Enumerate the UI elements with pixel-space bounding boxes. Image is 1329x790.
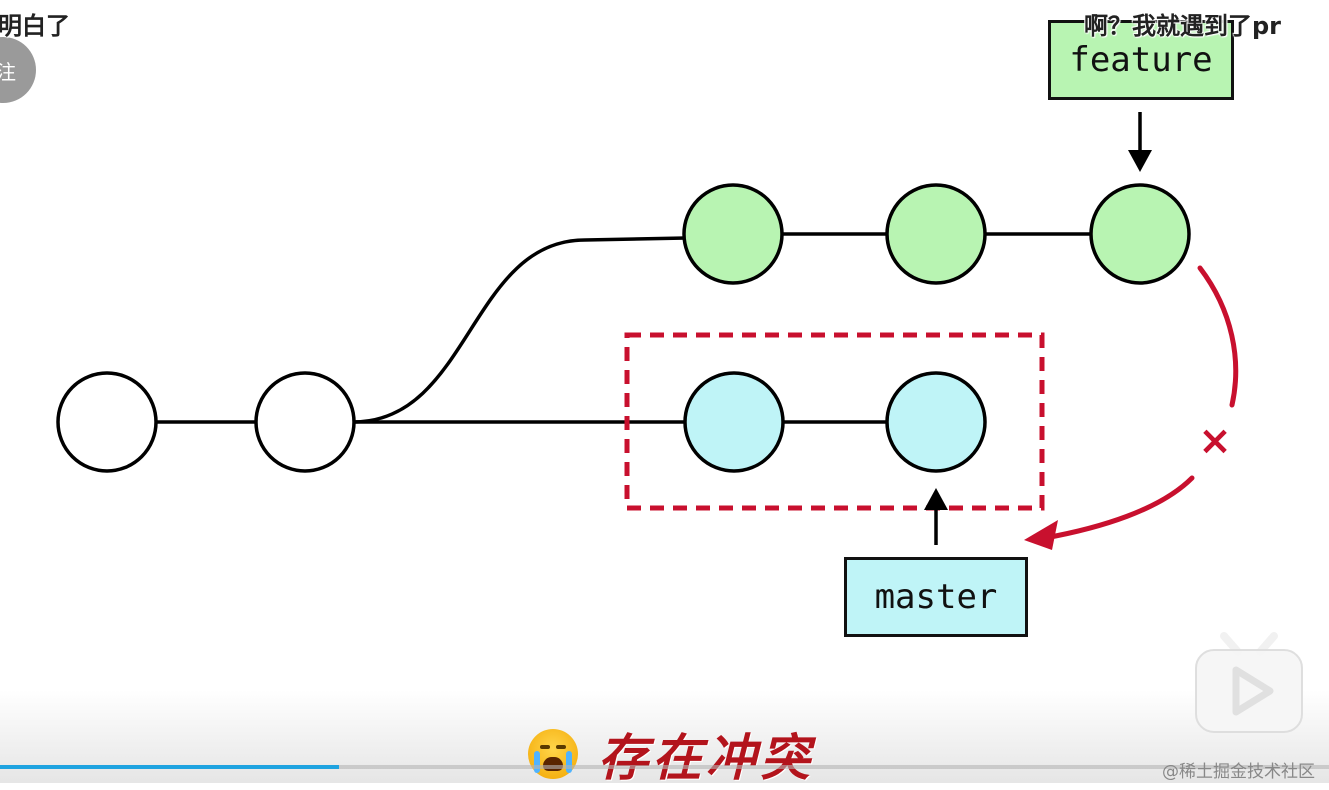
- video-progress-bar[interactable]: [0, 765, 1329, 769]
- commit-base-1: [56, 371, 158, 473]
- conflict-highlight-box: [624, 332, 1045, 511]
- commit-master-2: [885, 371, 987, 473]
- crying-face-icon: [528, 729, 578, 779]
- commit-feature-3: [1089, 183, 1191, 285]
- video-progress-fill: [0, 765, 339, 769]
- feature-branch-label: feature: [1048, 20, 1234, 100]
- red-arrow-upper-segment: [1197, 265, 1239, 408]
- danmaku-comment-left: 明白了: [0, 12, 70, 40]
- bilibili-tv-icon[interactable]: [1194, 630, 1304, 734]
- site-watermark: @稀土掘金技术社区: [1162, 762, 1315, 782]
- commit-feature-1: [682, 183, 784, 285]
- avatar-text: 注: [0, 59, 16, 84]
- commit-base-2: [254, 371, 356, 473]
- commit-master-1: [683, 371, 785, 473]
- commit-feature-2: [885, 183, 987, 285]
- red-arrow-lower-segment: [1042, 475, 1195, 541]
- commit-nodes: [56, 183, 1191, 473]
- subtitle-text: 存在冲突: [598, 728, 814, 787]
- conflict-x-mark: ×: [1198, 418, 1232, 464]
- danmaku-comment-right: 啊？我就遇到了pr: [1084, 12, 1282, 40]
- master-pointer-arrowhead: [924, 488, 948, 510]
- master-branch-label: master: [844, 557, 1028, 637]
- edge-branch-curve: [352, 236, 687, 424]
- commit-edges: [155, 232, 1092, 424]
- feature-pointer-arrowhead: [1128, 150, 1152, 172]
- red-arrow-head: [1024, 520, 1058, 550]
- pointer-arrows: [924, 112, 1152, 545]
- video-subtitle: 存在冲突: [528, 718, 814, 790]
- red-merge-arrow: [1042, 265, 1239, 541]
